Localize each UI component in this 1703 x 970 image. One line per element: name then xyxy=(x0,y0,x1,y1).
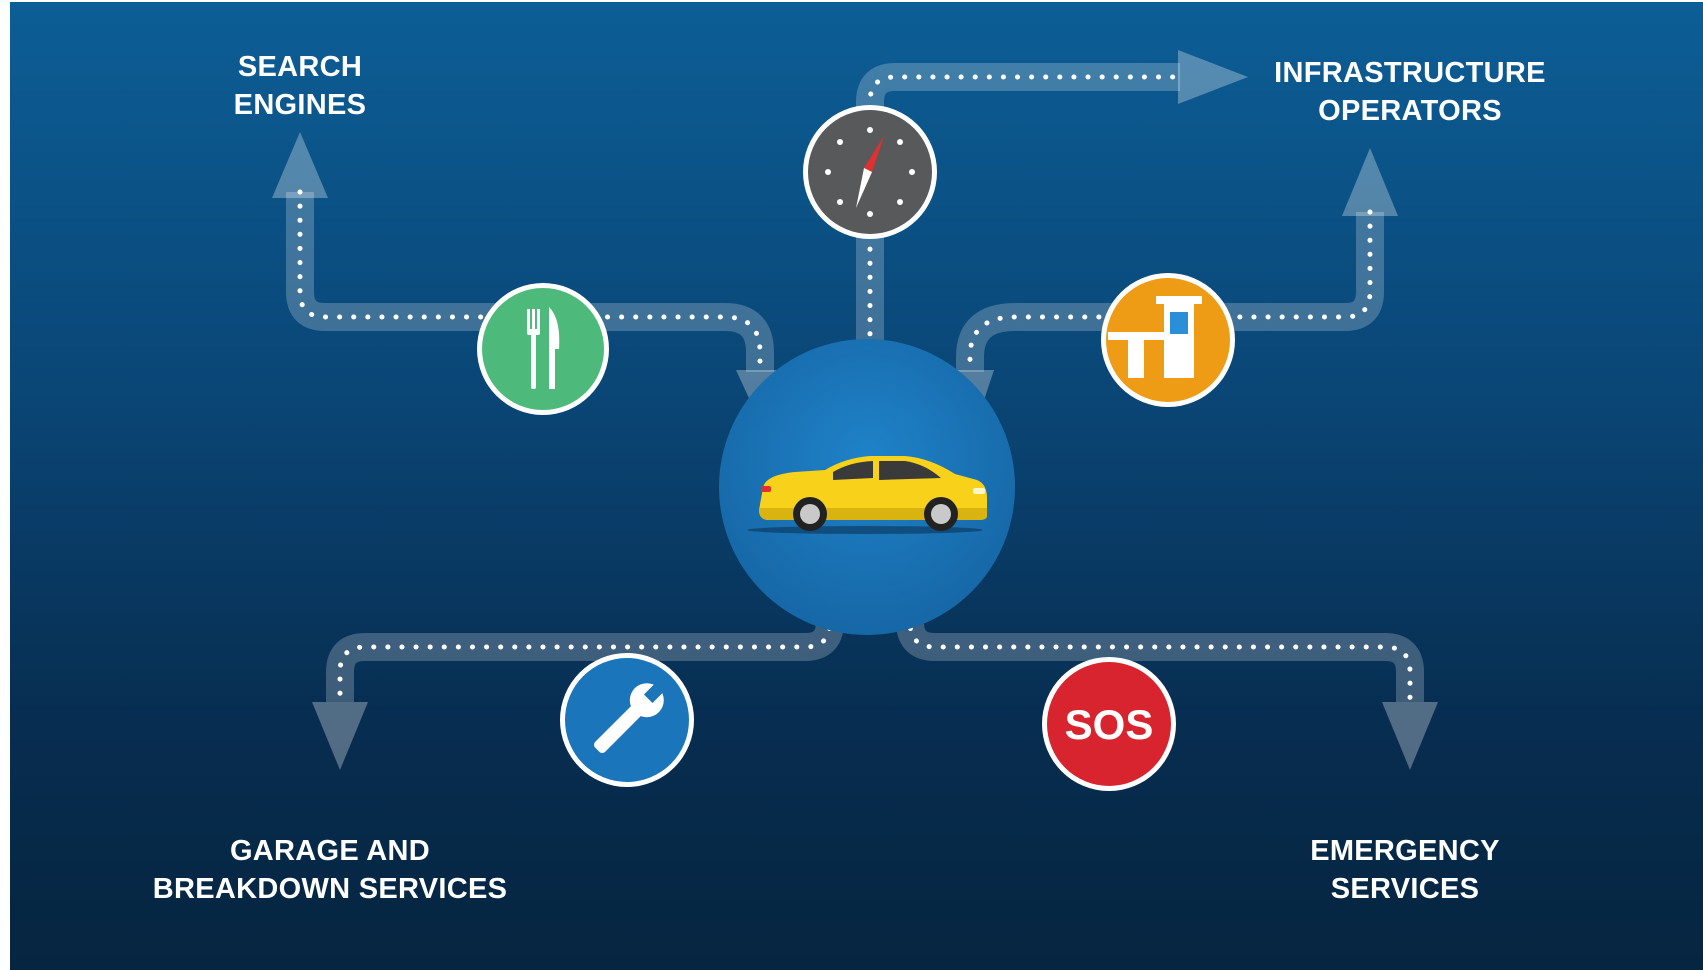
emergency-node: SOS xyxy=(1042,657,1176,791)
label-search-engines: SEARCH ENGINES xyxy=(233,51,367,121)
arrow-down-emergency xyxy=(1382,702,1438,770)
wrench-icon xyxy=(594,680,667,753)
fork-knife-icon xyxy=(527,307,560,389)
garage-node xyxy=(560,653,694,787)
toll-node xyxy=(1101,273,1235,407)
navigation-node xyxy=(803,105,937,239)
label-emergency-services: EMERGENCY SERVICES xyxy=(1310,835,1500,905)
road-emergency xyxy=(896,572,1424,702)
label-infrastructure-operators: INFRASTRUCTURE OPERATORS xyxy=(1274,57,1546,127)
toll-booth-icon xyxy=(1108,296,1202,378)
restaurant-node xyxy=(477,283,609,415)
data-flow-diagram: SOS xyxy=(272,50,1438,791)
arrow-up-search-engines xyxy=(272,132,328,198)
sos-badge-text: SOS xyxy=(1065,701,1154,748)
compass-icon xyxy=(825,127,915,217)
diagram-stage: SOS SEARCH ENGINES INFRASTRUCTURE OPERAT… xyxy=(10,2,1703,970)
car-icon xyxy=(747,456,987,534)
arrow-up-infrastructure xyxy=(1342,148,1398,216)
center-vehicle xyxy=(719,339,1015,635)
label-garage-breakdown: GARAGE AND BREAKDOWN SERVICES xyxy=(152,835,508,905)
arrow-right-infrastructure xyxy=(1178,50,1248,104)
arrow-down-garage xyxy=(312,702,368,770)
